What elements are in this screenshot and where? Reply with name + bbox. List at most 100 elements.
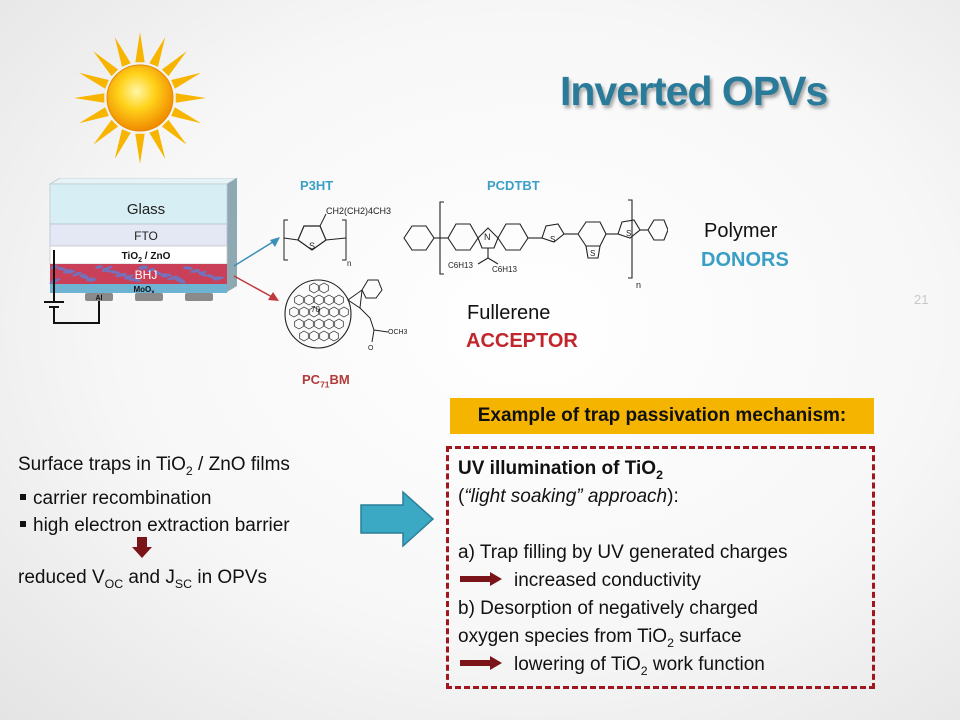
donors-text: DONORS (701, 249, 789, 271)
device-stack-diagram: Glass FTO TiO2 / ZnO BHJ MoOx Al (44, 178, 238, 324)
bhj-domain (160, 273, 172, 277)
fullerene-hexagon (334, 294, 344, 306)
pcbm-och3: OCH3 (388, 329, 408, 336)
bhj-domain (131, 278, 141, 282)
bullet-extraction-barrier: high electron extraction barrier (18, 512, 290, 539)
bhj-domain (176, 277, 186, 283)
fullerene-hexagon (294, 318, 304, 330)
reduced-voc-jsc-line: reduced VOC and JSC in OPVs (18, 567, 268, 591)
pcdtbt-c6h13-a: C6H13 (448, 261, 473, 270)
sun-ray (161, 119, 187, 145)
bhj-domain (212, 276, 224, 280)
bhj-domain (72, 271, 82, 277)
fullerene-hexagon (299, 330, 309, 342)
bhj-domain (124, 274, 134, 280)
pcbm-structure: 70 O OCH3 (284, 279, 408, 352)
fullerene-hexagon (329, 306, 339, 318)
fullerene-hexagon (314, 294, 324, 306)
sun-ray (114, 37, 131, 67)
result-arrow-icon (460, 572, 502, 587)
fto-label: FTO (134, 229, 158, 243)
fullerene-hexagon (304, 318, 314, 330)
mechanism-header: Example of trap passivation mechanism: (450, 398, 874, 434)
surface-traps-line: Surface traps in TiO2 / ZnO films (18, 454, 290, 478)
oxygen-species-line: oxygen species from TiO2 surface (458, 626, 742, 650)
pcdtbt-structure: N S S S C6H13 C6H13 n (403, 199, 668, 290)
p3ht-n: n (347, 259, 351, 268)
sun-ray (149, 37, 166, 67)
bhj-domain (108, 270, 120, 274)
bhj-domain (88, 277, 96, 281)
result-arrow-icon (460, 656, 502, 671)
page-number: 21 (914, 292, 929, 307)
mechanism-text: UV illumination of TiO2 (“light soaking”… (458, 455, 788, 679)
bhj-domain (147, 267, 155, 273)
fullerene-hexagon (339, 306, 349, 318)
surface-traps-block: Surface traps in TiO2 / ZnO films carrie… (18, 451, 290, 539)
etl-label: TiO2 / ZnO (122, 251, 171, 264)
connector-arrows (233, 237, 280, 301)
mechanism-box (446, 446, 875, 689)
sun-ray (93, 119, 119, 145)
slide-title: Inverted OPVs (560, 68, 828, 114)
al-label: Al (96, 295, 103, 302)
bullet-recombination: carrier recombination (18, 485, 290, 512)
right-arrow-icon (360, 490, 435, 548)
sun-ray (175, 93, 206, 103)
pcdtbt-label: PCDTBT (487, 178, 540, 193)
bhj-domain (183, 266, 193, 270)
sun-ray (135, 32, 145, 63)
bhj-domain (81, 273, 89, 279)
pcdtbt-n: n (636, 280, 641, 290)
glass-layer (49, 183, 228, 225)
fullerene-hexagon (304, 294, 314, 306)
glass-label: Glass (127, 201, 165, 218)
polymer-text: Polymer (704, 220, 778, 242)
bhj-domain (95, 265, 103, 269)
p3ht-structure: CH2(CH2)4CH3 S n (283, 206, 391, 268)
spacer-line (458, 511, 788, 539)
pcbm-o: O (368, 345, 374, 352)
sun-ray (93, 51, 119, 77)
pcdtbt-c6h13-b: C6H13 (492, 265, 517, 274)
bhj-label: BHJ (135, 268, 158, 282)
pcdtbt-s3: S (626, 229, 631, 238)
sun-ray (135, 133, 145, 164)
bhj-domain (154, 271, 162, 275)
pcdtbt-s2: S (590, 249, 595, 258)
sun-ray (74, 93, 105, 103)
bhj-domain (167, 275, 179, 281)
sun-ray (161, 51, 187, 77)
light-soaking-line: (“light soaking” approach): (458, 486, 679, 507)
fullerene-hexagon (319, 306, 329, 318)
pcdtbt-n-atom: N (484, 232, 491, 242)
uv-illumination-line: UV illumination of TiO2 (458, 458, 663, 482)
fullerene-hexagon (329, 330, 339, 342)
fullerene-hexagon (309, 330, 319, 342)
fullerene-hexagon (294, 294, 304, 306)
acceptor-text: ACCEPTOR (466, 330, 578, 352)
al-electrode (85, 293, 113, 301)
bhj-domain (199, 270, 207, 276)
work-function-line: lowering of TiO2 work function (458, 651, 788, 679)
trap-filling-line: a) Trap filling by UV generated charges (458, 542, 788, 563)
bhj-domain (65, 269, 75, 273)
desorption-line: b) Desorption of negatively charged (458, 598, 758, 619)
electrode-3 (185, 293, 213, 301)
sun-ray (114, 129, 131, 159)
bhj-domain (115, 273, 127, 277)
bhj-domain (140, 265, 148, 269)
pcdtbt-s1: S (550, 235, 555, 244)
bhj-domain (56, 266, 68, 272)
p3ht-sulfur: S (309, 241, 315, 251)
sun-ray (171, 72, 201, 89)
sun-ray (79, 107, 109, 124)
bhj-domain (190, 269, 200, 273)
fullerene-hexagon (324, 294, 334, 306)
increased-conductivity-line: increased conductivity (458, 567, 788, 595)
fullerene-hexagon (334, 318, 344, 330)
sun-ray (149, 129, 166, 159)
pcbm-70: 70 (311, 305, 320, 314)
bhj-domain (101, 265, 113, 273)
